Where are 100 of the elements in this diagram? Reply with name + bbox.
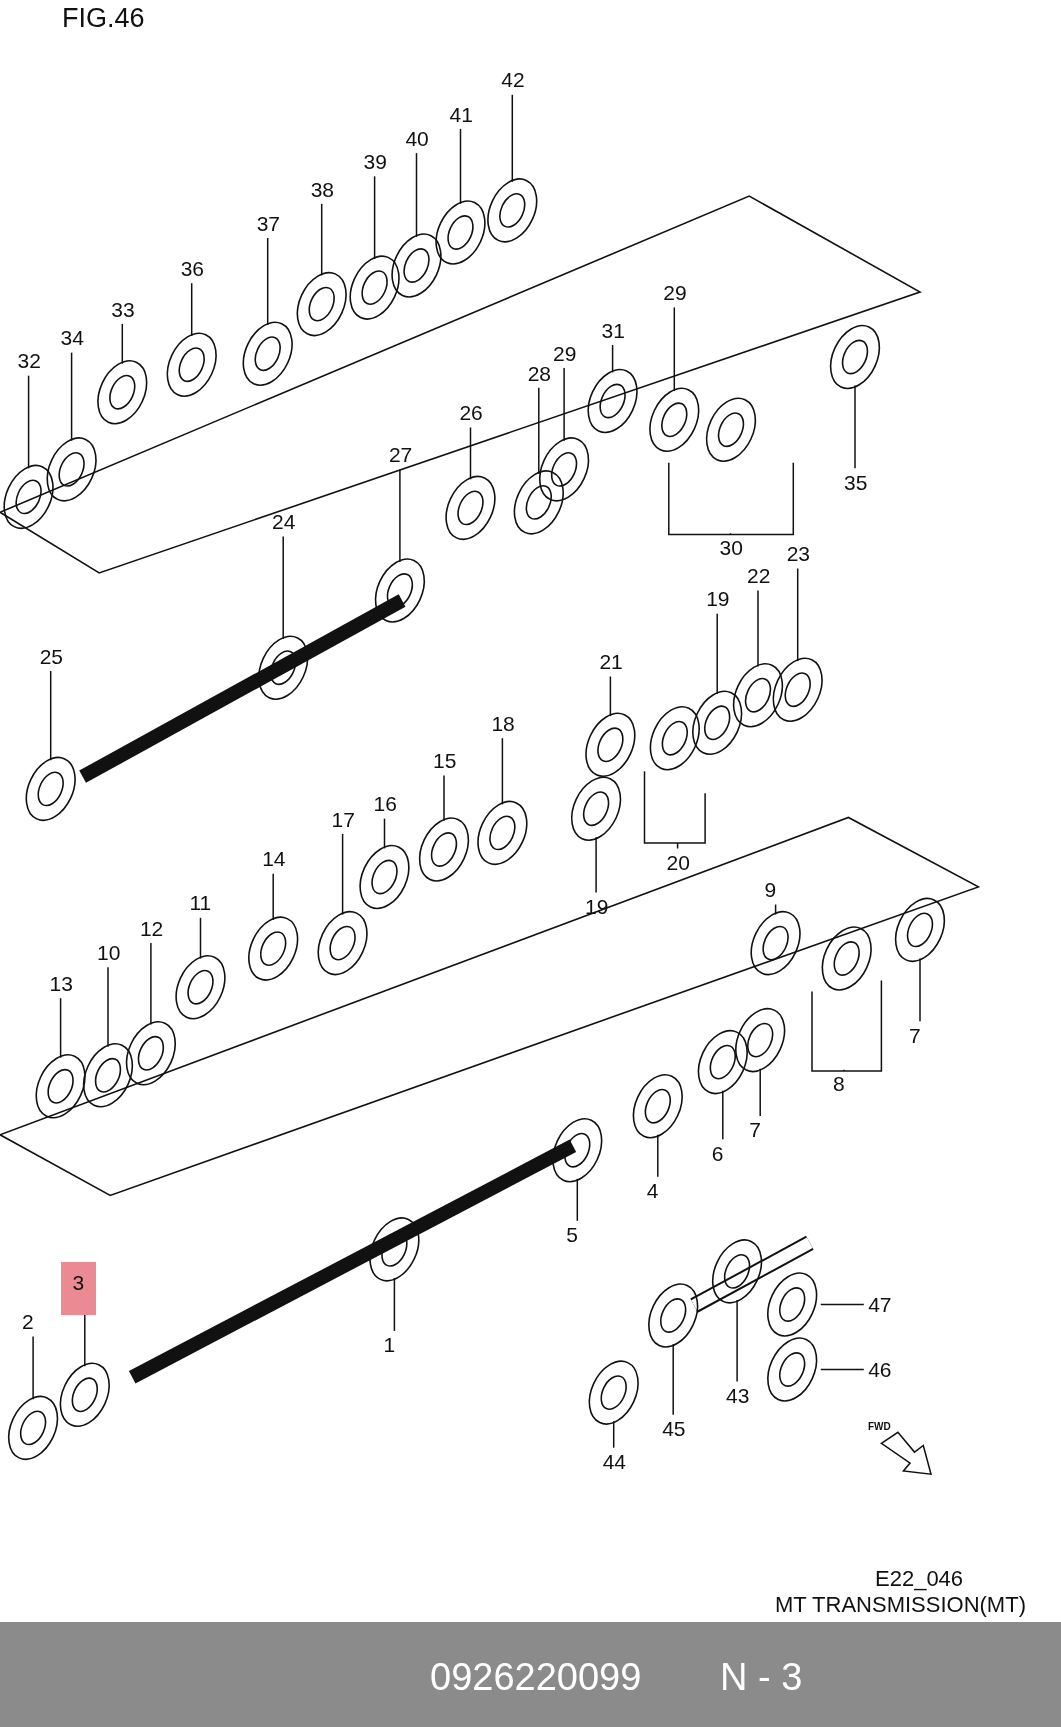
- callout-number: 10: [97, 942, 121, 963]
- callout-number: 45: [662, 1418, 686, 1439]
- drawing-number: E22_046: [875, 1568, 964, 1590]
- leader-line: [121, 323, 124, 365]
- leader-line: [320, 203, 323, 277]
- leader-line: [612, 1420, 615, 1449]
- leader-line: [70, 351, 73, 442]
- leader-line: [415, 152, 418, 238]
- callout-number: 36: [180, 257, 205, 279]
- leader-line: [796, 567, 799, 662]
- callout-number: 43: [726, 1384, 750, 1406]
- leader-line: [27, 374, 30, 470]
- callout-number: 16: [373, 793, 397, 815]
- callout-number: 24: [272, 511, 296, 533]
- callout-number: 4: [646, 1180, 659, 1201]
- callout-number: 19: [585, 895, 609, 917]
- callout-number: 15: [433, 750, 457, 772]
- leader-line: [919, 957, 921, 1023]
- quantity-text: N - 3: [720, 1658, 803, 1696]
- leader-line: [673, 306, 676, 392]
- callout-number: 19: [706, 588, 730, 610]
- leader-line: [190, 282, 193, 337]
- callout-number: 40: [405, 127, 429, 149]
- callout-number: 17: [331, 808, 355, 830]
- callout-number: 28: [527, 362, 552, 384]
- callout-number: 34: [60, 327, 84, 349]
- leader-line: [716, 612, 718, 695]
- callout-number: 29: [663, 282, 687, 304]
- leader-line: [736, 1299, 738, 1383]
- leader-line: [399, 468, 401, 563]
- callout-number: 35: [844, 471, 868, 493]
- callout-number: 8: [832, 1073, 845, 1095]
- callout-number: 44: [602, 1451, 627, 1472]
- direction-label: FWD: [868, 1422, 891, 1432]
- callout-number: 22: [747, 565, 771, 587]
- leader-line: [820, 1368, 865, 1371]
- callout-number: 7: [749, 1119, 761, 1141]
- callout-number: 30: [719, 536, 743, 558]
- figure-title: FIG.46: [62, 5, 145, 32]
- callout-number: 12: [139, 917, 164, 939]
- leader-line: [774, 903, 777, 916]
- leader-line: [501, 737, 504, 806]
- leader-line: [576, 1178, 579, 1222]
- callout-number: 39: [363, 150, 387, 172]
- leader-line: [757, 589, 759, 668]
- leader-line: [657, 1134, 659, 1178]
- leader-line: [854, 384, 856, 470]
- callout-number: 41: [449, 103, 473, 125]
- leader-line: [563, 367, 565, 442]
- leader-line: [443, 774, 445, 822]
- callout-number: 32: [17, 350, 41, 372]
- leader-line: [59, 997, 62, 1059]
- callout-number: 5: [566, 1224, 578, 1246]
- leader-line: [107, 966, 109, 1048]
- callout-number: 42: [501, 69, 525, 91]
- callout-number: 23: [786, 543, 811, 565]
- callout-number: 20: [666, 851, 690, 873]
- leader-line: [49, 670, 52, 761]
- callout-number: 26: [459, 402, 483, 424]
- leader-line: [672, 1343, 674, 1416]
- leader-line: [150, 942, 152, 1026]
- callout-number: 18: [491, 712, 515, 734]
- leader-line: [820, 1303, 865, 1306]
- leader-line: [538, 387, 540, 475]
- callout-number: 13: [49, 972, 73, 994]
- leader-line: [383, 817, 386, 850]
- callout-number: 21: [599, 651, 623, 673]
- leader-line: [668, 461, 795, 536]
- leader-line: [511, 94, 514, 183]
- leader-line: [811, 979, 883, 1072]
- leader-line: [373, 175, 376, 260]
- leader-line: [643, 770, 706, 850]
- callout-number: 2: [22, 1311, 34, 1333]
- callout-number: 14: [262, 848, 286, 870]
- callout-number: 7: [909, 1024, 921, 1046]
- leader-line: [611, 344, 614, 374]
- leader-line: [272, 872, 274, 921]
- callout-number: 47: [868, 1293, 892, 1315]
- callout-number: 46: [868, 1358, 892, 1380]
- leader-line: [282, 535, 284, 640]
- callout-number: 37: [256, 212, 281, 234]
- leader-line: [341, 833, 344, 916]
- callout-number: 6: [711, 1142, 724, 1164]
- callout-number: 29: [553, 342, 577, 364]
- callout-number: 38: [310, 178, 335, 200]
- leader-line: [32, 1335, 34, 1400]
- callout-number: 1: [383, 1334, 396, 1356]
- leader-line: [199, 917, 202, 960]
- leader-line: [469, 426, 472, 481]
- callout-number: 27: [388, 444, 413, 465]
- leader-line: [266, 237, 269, 326]
- callout-number: 11: [189, 892, 212, 914]
- callout-number: 33: [111, 298, 135, 320]
- leader-line: [595, 836, 597, 894]
- leader-line: [759, 1067, 761, 1117]
- part-number: 0926220099: [430, 1658, 642, 1696]
- leader-line: [393, 1277, 396, 1332]
- callout-number: 31: [601, 319, 625, 341]
- callout-number: 9: [764, 879, 777, 901]
- callout-number: 25: [39, 645, 64, 667]
